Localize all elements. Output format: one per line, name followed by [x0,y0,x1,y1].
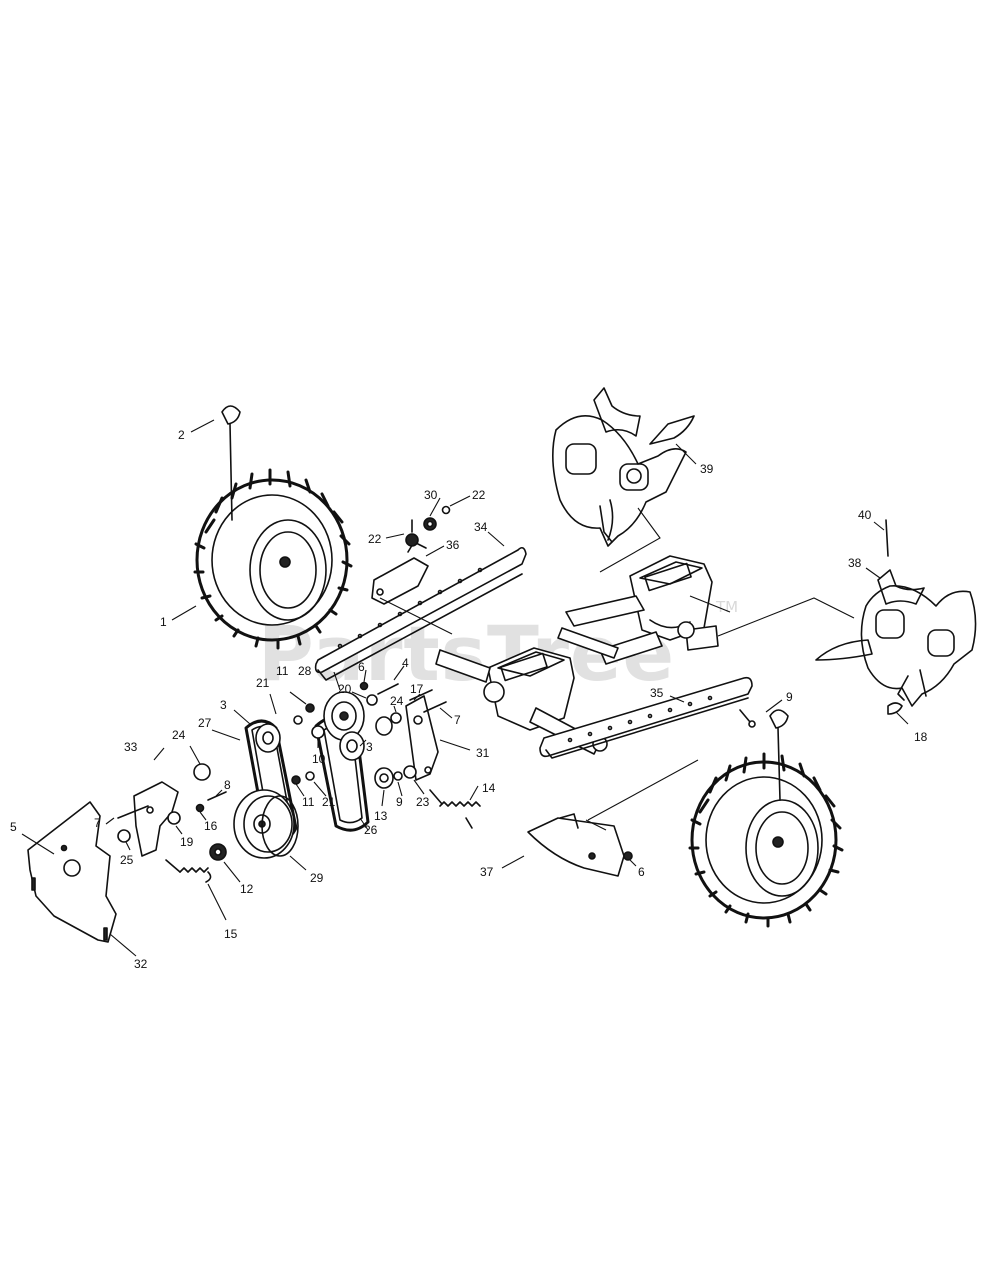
callout-21-lower: 21 [322,795,336,809]
washer-10[interactable] [311,725,325,739]
pulley-3-upper[interactable] [255,723,281,753]
callout-40: 40 [858,508,872,522]
washer-20[interactable] [366,694,378,706]
nut-11-lower[interactable] [291,775,301,785]
callout-36: 36 [446,538,460,552]
callout-4: 4 [402,656,409,670]
callout-10: 10 [312,752,326,766]
bolt-7-right[interactable] [423,701,447,713]
callout-37: 37 [480,865,494,879]
tension-bracket-33[interactable] [133,781,179,857]
nut-11-upper[interactable] [305,703,315,713]
right-wheel-assembly[interactable] [688,752,844,928]
callout-18: 18 [914,730,928,744]
callout-29: 29 [310,871,324,885]
callout-39: 39 [700,462,714,476]
hitch-pin-right[interactable] [769,709,789,801]
callout-14: 14 [482,781,496,795]
collar-3-mid[interactable] [375,716,393,736]
bolt-9-right[interactable] [739,709,756,728]
callout-11-lower: 11 [302,795,315,809]
callout-32: 32 [134,957,148,971]
callout-9-right: 9 [786,690,793,704]
callout-22-left: 22 [368,532,382,546]
callout-1: 1 [160,615,167,629]
belt-cover-37[interactable] [527,813,625,877]
spring-14[interactable] [429,789,481,829]
bolt-7-left[interactable] [117,805,149,819]
callout-22-right: 22 [472,488,486,502]
callout-20: 20 [338,682,352,696]
callout-24-left: 24 [172,728,186,742]
washer-23[interactable] [403,765,417,779]
callout-6-right: 6 [638,865,645,879]
tine-assembly-39[interactable] [552,387,695,547]
callout-2: 2 [178,428,185,442]
screw-6-right[interactable] [623,851,633,861]
hitch-pin[interactable] [221,405,241,521]
washer-21-lower[interactable] [305,771,315,781]
hex-nut-30[interactable] [423,517,437,531]
spacer-24-left[interactable] [193,763,211,781]
callout-19: 19 [180,835,194,849]
callout-7-right: 7 [454,713,461,727]
callout-15: 15 [224,927,238,941]
bolt-17[interactable] [409,689,433,701]
callout-21-upper: 21 [256,676,270,690]
callout-6-upper: 6 [358,660,365,674]
callout-26: 26 [364,823,378,837]
bracket-36[interactable] [371,541,429,605]
bolt-6-upper[interactable] [359,681,369,691]
spacer-25[interactable] [117,829,131,843]
callout-23: 23 [416,795,430,809]
pulley-29[interactable] [233,789,299,859]
tine-assembly-38[interactable] [815,519,977,715]
nut-12[interactable] [209,843,227,861]
callouts: 2 1 30 22 22 36 34 39 40 38 18 9 35 37 6… [10,419,928,971]
bearing-13[interactable] [374,767,394,789]
bolt-8[interactable] [207,791,227,801]
side-rail-34[interactable] [314,546,527,681]
callout-16: 16 [204,819,218,833]
side-rail-35[interactable] [539,676,753,759]
nut-16[interactable] [195,803,205,813]
pulley-3-lower[interactable] [339,731,365,761]
callout-17: 17 [410,682,424,696]
spacer-24-right[interactable] [390,712,402,724]
washer-21-upper[interactable] [293,715,303,725]
callout-11-upper: 11 [276,664,289,678]
callout-27: 27 [198,716,212,730]
callout-34: 34 [474,520,488,534]
callout-8: 8 [224,778,231,792]
spacer-19[interactable] [167,811,181,825]
callout-30: 30 [424,488,438,502]
callout-38: 38 [848,556,862,570]
callout-3-upper: 3 [220,698,227,712]
transmission-housing[interactable] [435,555,719,755]
callout-3-lower: 3 [366,740,373,754]
callout-25: 25 [120,853,134,867]
watermark-trademark: TM [715,598,738,616]
callout-13: 13 [374,809,388,823]
alignment-lines [379,507,855,831]
callout-31: 31 [476,746,490,760]
pulley-28[interactable] [323,691,365,741]
callout-9-left: 9 [396,795,403,809]
left-wheel-assembly[interactable] [193,468,353,650]
callout-12: 12 [240,882,254,896]
callout-24-right: 24 [390,694,404,708]
engine-plate-32[interactable] [27,801,117,943]
bolt-4[interactable] [377,683,399,695]
callout-33: 33 [124,740,138,754]
bolt-9-left[interactable] [393,771,403,781]
callout-35: 35 [650,686,664,700]
washer-22[interactable] [441,505,451,515]
callout-28: 28 [298,664,312,678]
spring-15[interactable] [165,859,212,883]
hex-nut-22-upper[interactable] [405,519,419,547]
callout-5: 5 [10,820,17,834]
callout-7-left: 7 [94,816,101,830]
